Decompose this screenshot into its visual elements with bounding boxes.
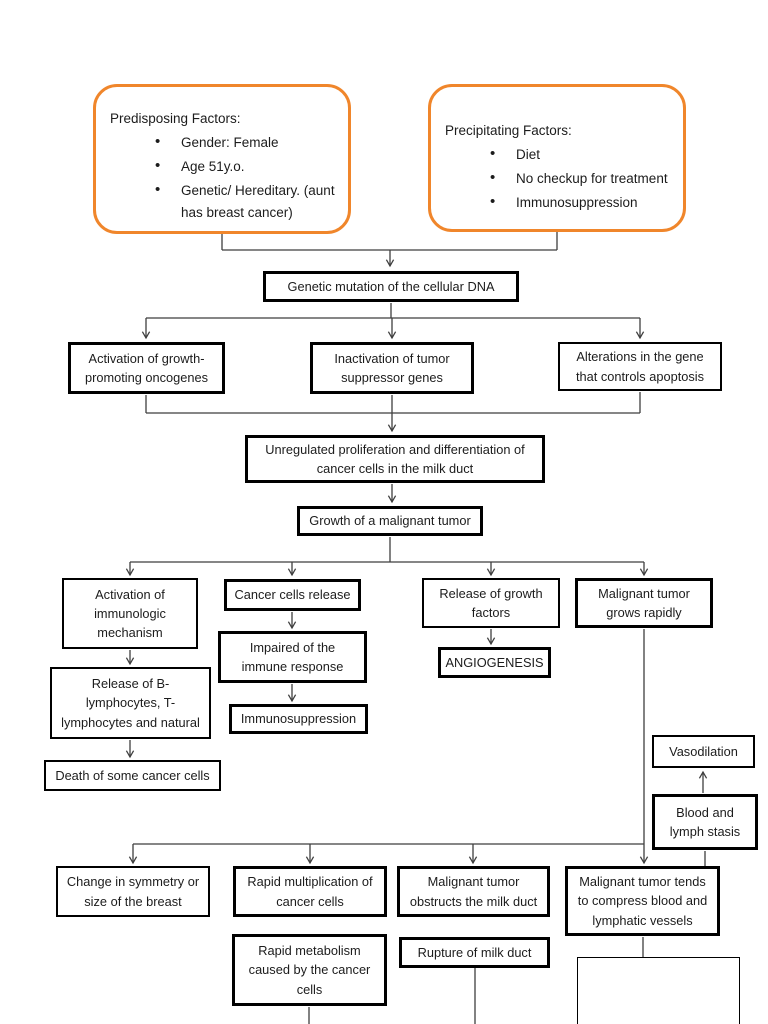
node-rapid-multiplication: Rapid multiplication of cancer cells — [233, 866, 387, 917]
node-breast-symmetry-change: Change in symmetry or size of the breast — [56, 866, 210, 917]
predisposing-factors-box: Predisposing Factors: Gender: Female Age… — [93, 84, 351, 234]
node-growth-factors: Release of growth factors — [422, 578, 560, 628]
list-item: No checkup for treatment — [490, 167, 671, 190]
list-item: Age 51y.o. — [155, 155, 336, 178]
node-rapid-metabolism: Rapid metabolism caused by the cancer ce… — [232, 934, 387, 1006]
node-suppressor-genes: Inactivation of tumor suppressor genes — [310, 342, 474, 394]
node-oncogenes: Activation of growth-promoting oncogenes — [68, 342, 225, 394]
predisposing-list: Gender: Female Age 51y.o. Genetic/ Hered… — [110, 131, 336, 224]
list-item: Diet — [490, 143, 671, 166]
node-cancer-cells-release: Cancer cells release — [224, 579, 361, 611]
node-b-lymphocytes: Release of B-lymphocytes, T-lymphocytes … — [50, 667, 211, 739]
node-clipped-empty-box — [577, 957, 740, 1024]
node-immunosuppression: Immunosuppression — [229, 704, 368, 734]
node-grows-rapidly: Malignant tumor grows rapidly — [575, 578, 713, 628]
predisposing-title: Predisposing Factors: — [110, 111, 241, 126]
precipitating-list: Diet No checkup for treatment Immunosupp… — [445, 143, 671, 214]
node-obstructs-milk-duct: Malignant tumor obstructs the milk duct — [397, 866, 550, 917]
node-malignant-growth: Growth of a malignant tumor — [297, 506, 483, 536]
node-rupture-milk-duct: Rupture of milk duct — [399, 937, 550, 968]
node-apoptosis: Alterations in the gene that controls ap… — [558, 342, 722, 391]
node-compress-vessels: Malignant tumor tends to compress blood … — [565, 866, 720, 936]
precipitating-title: Precipitating Factors: — [445, 123, 572, 138]
node-death-cancer-cells: Death of some cancer cells — [44, 760, 221, 791]
node-blood-lymph-stasis: Blood and lymph stasis — [652, 794, 758, 850]
node-unregulated-proliferation: Unregulated proliferation and differenti… — [245, 435, 545, 483]
node-angiogenesis: ANGIOGENESIS — [438, 647, 551, 678]
node-vasodilation: Vasodilation — [652, 735, 755, 768]
list-item: Gender: Female — [155, 131, 336, 154]
node-impaired-immune: Impaired of the immune response — [218, 631, 367, 683]
node-immunologic-mechanism: Activation of immunologic mechanism — [62, 578, 198, 649]
list-item: Genetic/ Hereditary. (aunt has breast ca… — [155, 179, 336, 224]
list-item: Immunosuppression — [490, 191, 671, 214]
precipitating-factors-box: Precipitating Factors: Diet No checkup f… — [428, 84, 686, 232]
node-genetic-mutation: Genetic mutation of the cellular DNA — [263, 271, 519, 302]
